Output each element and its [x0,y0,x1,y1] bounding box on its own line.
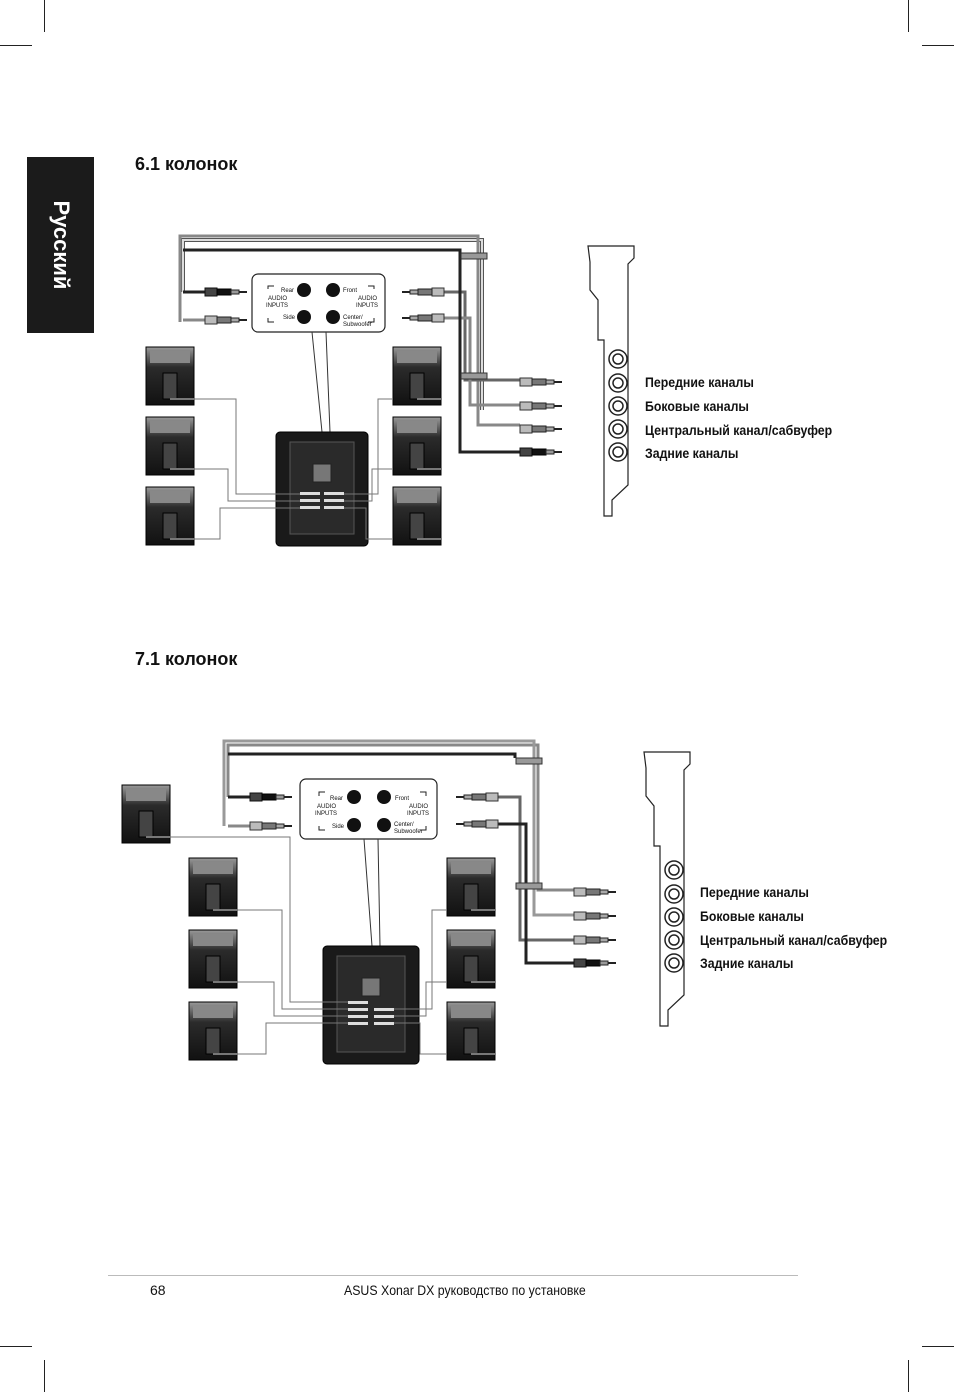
crop-mark [908,1360,909,1392]
crop-mark [0,1346,32,1347]
audio-label: AUDIO [317,804,336,810]
audio-label: AUDIO [268,296,287,302]
audio-label: AUDIO [358,296,377,302]
inputs-label: INPUTS [266,303,288,309]
audio-label: AUDIO [409,804,428,810]
front-input-label: Front [395,796,409,802]
diagram-6-1: Rear Side Front Center/ Subwoofer AUDIO … [145,234,635,547]
label-rear-channels: Задние каналы [700,955,794,971]
footer-title: ASUS Xonar DX руководство по установке [344,1282,586,1298]
crop-mark [0,45,32,46]
label-side-channels: Боковые каналы [700,908,804,924]
label-front-channels: Передние каналы [645,374,754,390]
language-tab: Русский [27,157,94,333]
crop-mark [44,1360,45,1392]
crop-mark [922,1346,954,1347]
page-number: 68 [150,1282,166,1298]
section-6-1-title: 6.1 колонок [135,154,238,174]
crop-mark [922,45,954,46]
label-center-sub-channel: Центральный канал/сабвуфер [700,932,888,948]
crop-mark [908,0,909,32]
subwoofer-input-label: Subwoofer [394,829,423,835]
inputs-label: INPUTS [407,811,429,817]
diagram-7-1: Rear Side Front Center/ Subwoofer AUDIO … [121,739,691,1065]
label-rear-channels: Задние каналы [645,445,739,461]
inputs-label: INPUTS [356,303,378,309]
label-front-channels: Передние каналы [700,884,809,900]
side-input-label: Side [332,824,345,830]
side-input-label: Side [283,315,296,321]
center-input-label: Center/ [394,822,414,828]
footer-divider [108,1275,798,1276]
section-7-1-title: 7.1 колонок [135,649,238,669]
front-input-label: Front [343,288,357,294]
label-side-channels: Боковые каналы [645,398,749,414]
crop-mark [44,0,45,32]
subwoofer-input-label: Subwoofer [343,322,372,328]
rear-input-label: Rear [281,288,294,294]
center-input-label: Center/ [343,315,363,321]
rear-input-label: Rear [330,796,343,802]
inputs-label: INPUTS [315,811,337,817]
label-center-sub-channel: Центральный канал/сабвуфер [645,422,833,438]
